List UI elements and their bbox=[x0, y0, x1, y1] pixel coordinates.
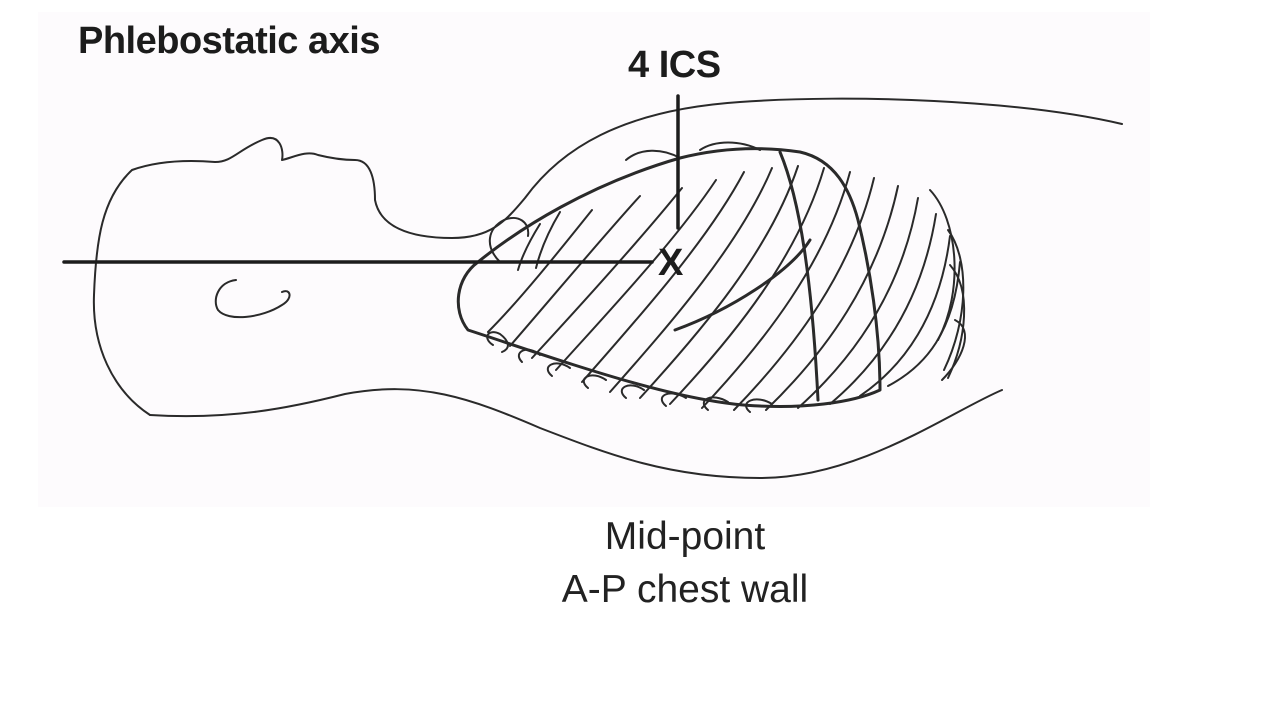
body-outline-upper bbox=[94, 99, 1122, 415]
axis-intersection-marker: X bbox=[658, 242, 683, 285]
rib-lines bbox=[488, 166, 960, 410]
ics-label: 4 ICS bbox=[628, 44, 721, 87]
caption-line-1: Mid-point bbox=[490, 510, 880, 563]
midpoint-caption: Mid-point A-P chest wall bbox=[490, 510, 880, 616]
body-outline-lower bbox=[150, 389, 1002, 478]
rib-arcs bbox=[487, 143, 965, 413]
ear bbox=[216, 280, 290, 317]
caption-line-2: A-P chest wall bbox=[490, 563, 880, 616]
diagram-title: Phlebostatic axis bbox=[78, 20, 380, 63]
